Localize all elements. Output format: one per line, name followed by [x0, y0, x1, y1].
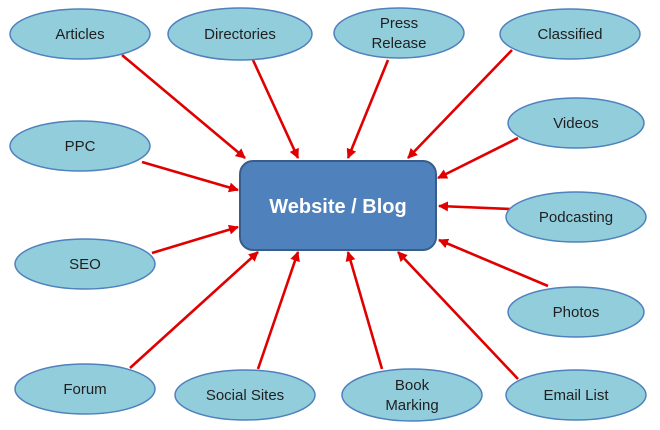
node-seo: SEO	[14, 238, 156, 290]
node-ppc: PPC	[9, 120, 151, 172]
node-press-release-ellipse	[333, 7, 465, 59]
node-articles: Articles	[9, 8, 151, 60]
node-seo-label: SEO	[69, 256, 101, 273]
node-social-sites-ellipse	[174, 369, 316, 421]
node-videos: Videos	[507, 97, 645, 149]
node-email-list-ellipse	[505, 369, 647, 421]
node-seo-ellipse	[14, 238, 156, 290]
arrow-classified-to-hub	[407, 49, 513, 159]
node-forum: Forum	[14, 363, 156, 415]
hub-label: Website / Blog	[269, 196, 406, 218]
node-book-marking-label: Marking	[385, 397, 438, 414]
node-photos-ellipse	[507, 286, 645, 338]
arrow-directories-to-hub	[251, 59, 300, 159]
node-press-release-label: Press	[380, 15, 418, 32]
arrow-podcasting-to-hub	[438, 201, 511, 212]
arrows-layer	[121, 49, 549, 380]
node-ppc-label: PPC	[65, 138, 96, 155]
node-podcasting-ellipse	[505, 191, 647, 243]
node-book-marking-ellipse	[341, 368, 483, 422]
hub-box	[239, 160, 437, 251]
arrow-book-marking-to-hub	[345, 251, 384, 370]
node-podcasting-label: Podcasting	[539, 209, 613, 226]
node-classified-ellipse	[499, 8, 641, 60]
node-articles-label: Articles	[55, 26, 104, 43]
arrow-social-sites-to-hub	[256, 251, 300, 370]
node-social-sites: Social Sites	[174, 369, 316, 421]
arrow-email-list-to-hub	[397, 251, 519, 380]
node-videos-ellipse	[507, 97, 645, 149]
hub-node: Website / Blog	[239, 160, 437, 251]
node-email-list: Email List	[505, 369, 647, 421]
node-photos: Photos	[507, 286, 645, 338]
arrow-forum-to-hub	[129, 251, 259, 369]
node-classified-label: Classified	[537, 26, 602, 43]
arrow-seo-to-hub	[151, 224, 239, 255]
arrow-ppc-to-hub	[141, 160, 239, 193]
node-directories: Directories	[167, 7, 313, 61]
node-press-release-label: Release	[371, 35, 426, 52]
node-articles-ellipse	[9, 8, 151, 60]
node-social-sites-label: Social Sites	[206, 387, 284, 404]
arrow-articles-to-hub	[121, 54, 246, 159]
arrow-photos-to-hub	[438, 238, 549, 288]
arrow-videos-to-hub	[437, 136, 519, 180]
node-forum-ellipse	[14, 363, 156, 415]
node-photos-label: Photos	[553, 304, 600, 321]
node-directories-ellipse	[167, 7, 313, 61]
node-videos-label: Videos	[553, 115, 599, 132]
node-podcasting: Podcasting	[505, 191, 647, 243]
node-book-marking-label: Book	[395, 377, 430, 394]
arrow-press-release-to-hub	[346, 59, 390, 159]
node-forum-label: Forum	[63, 381, 106, 398]
node-ppc-ellipse	[9, 120, 151, 172]
node-directories-label: Directories	[204, 26, 276, 43]
node-classified: Classified	[499, 8, 641, 60]
node-email-list-label: Email List	[543, 387, 609, 404]
